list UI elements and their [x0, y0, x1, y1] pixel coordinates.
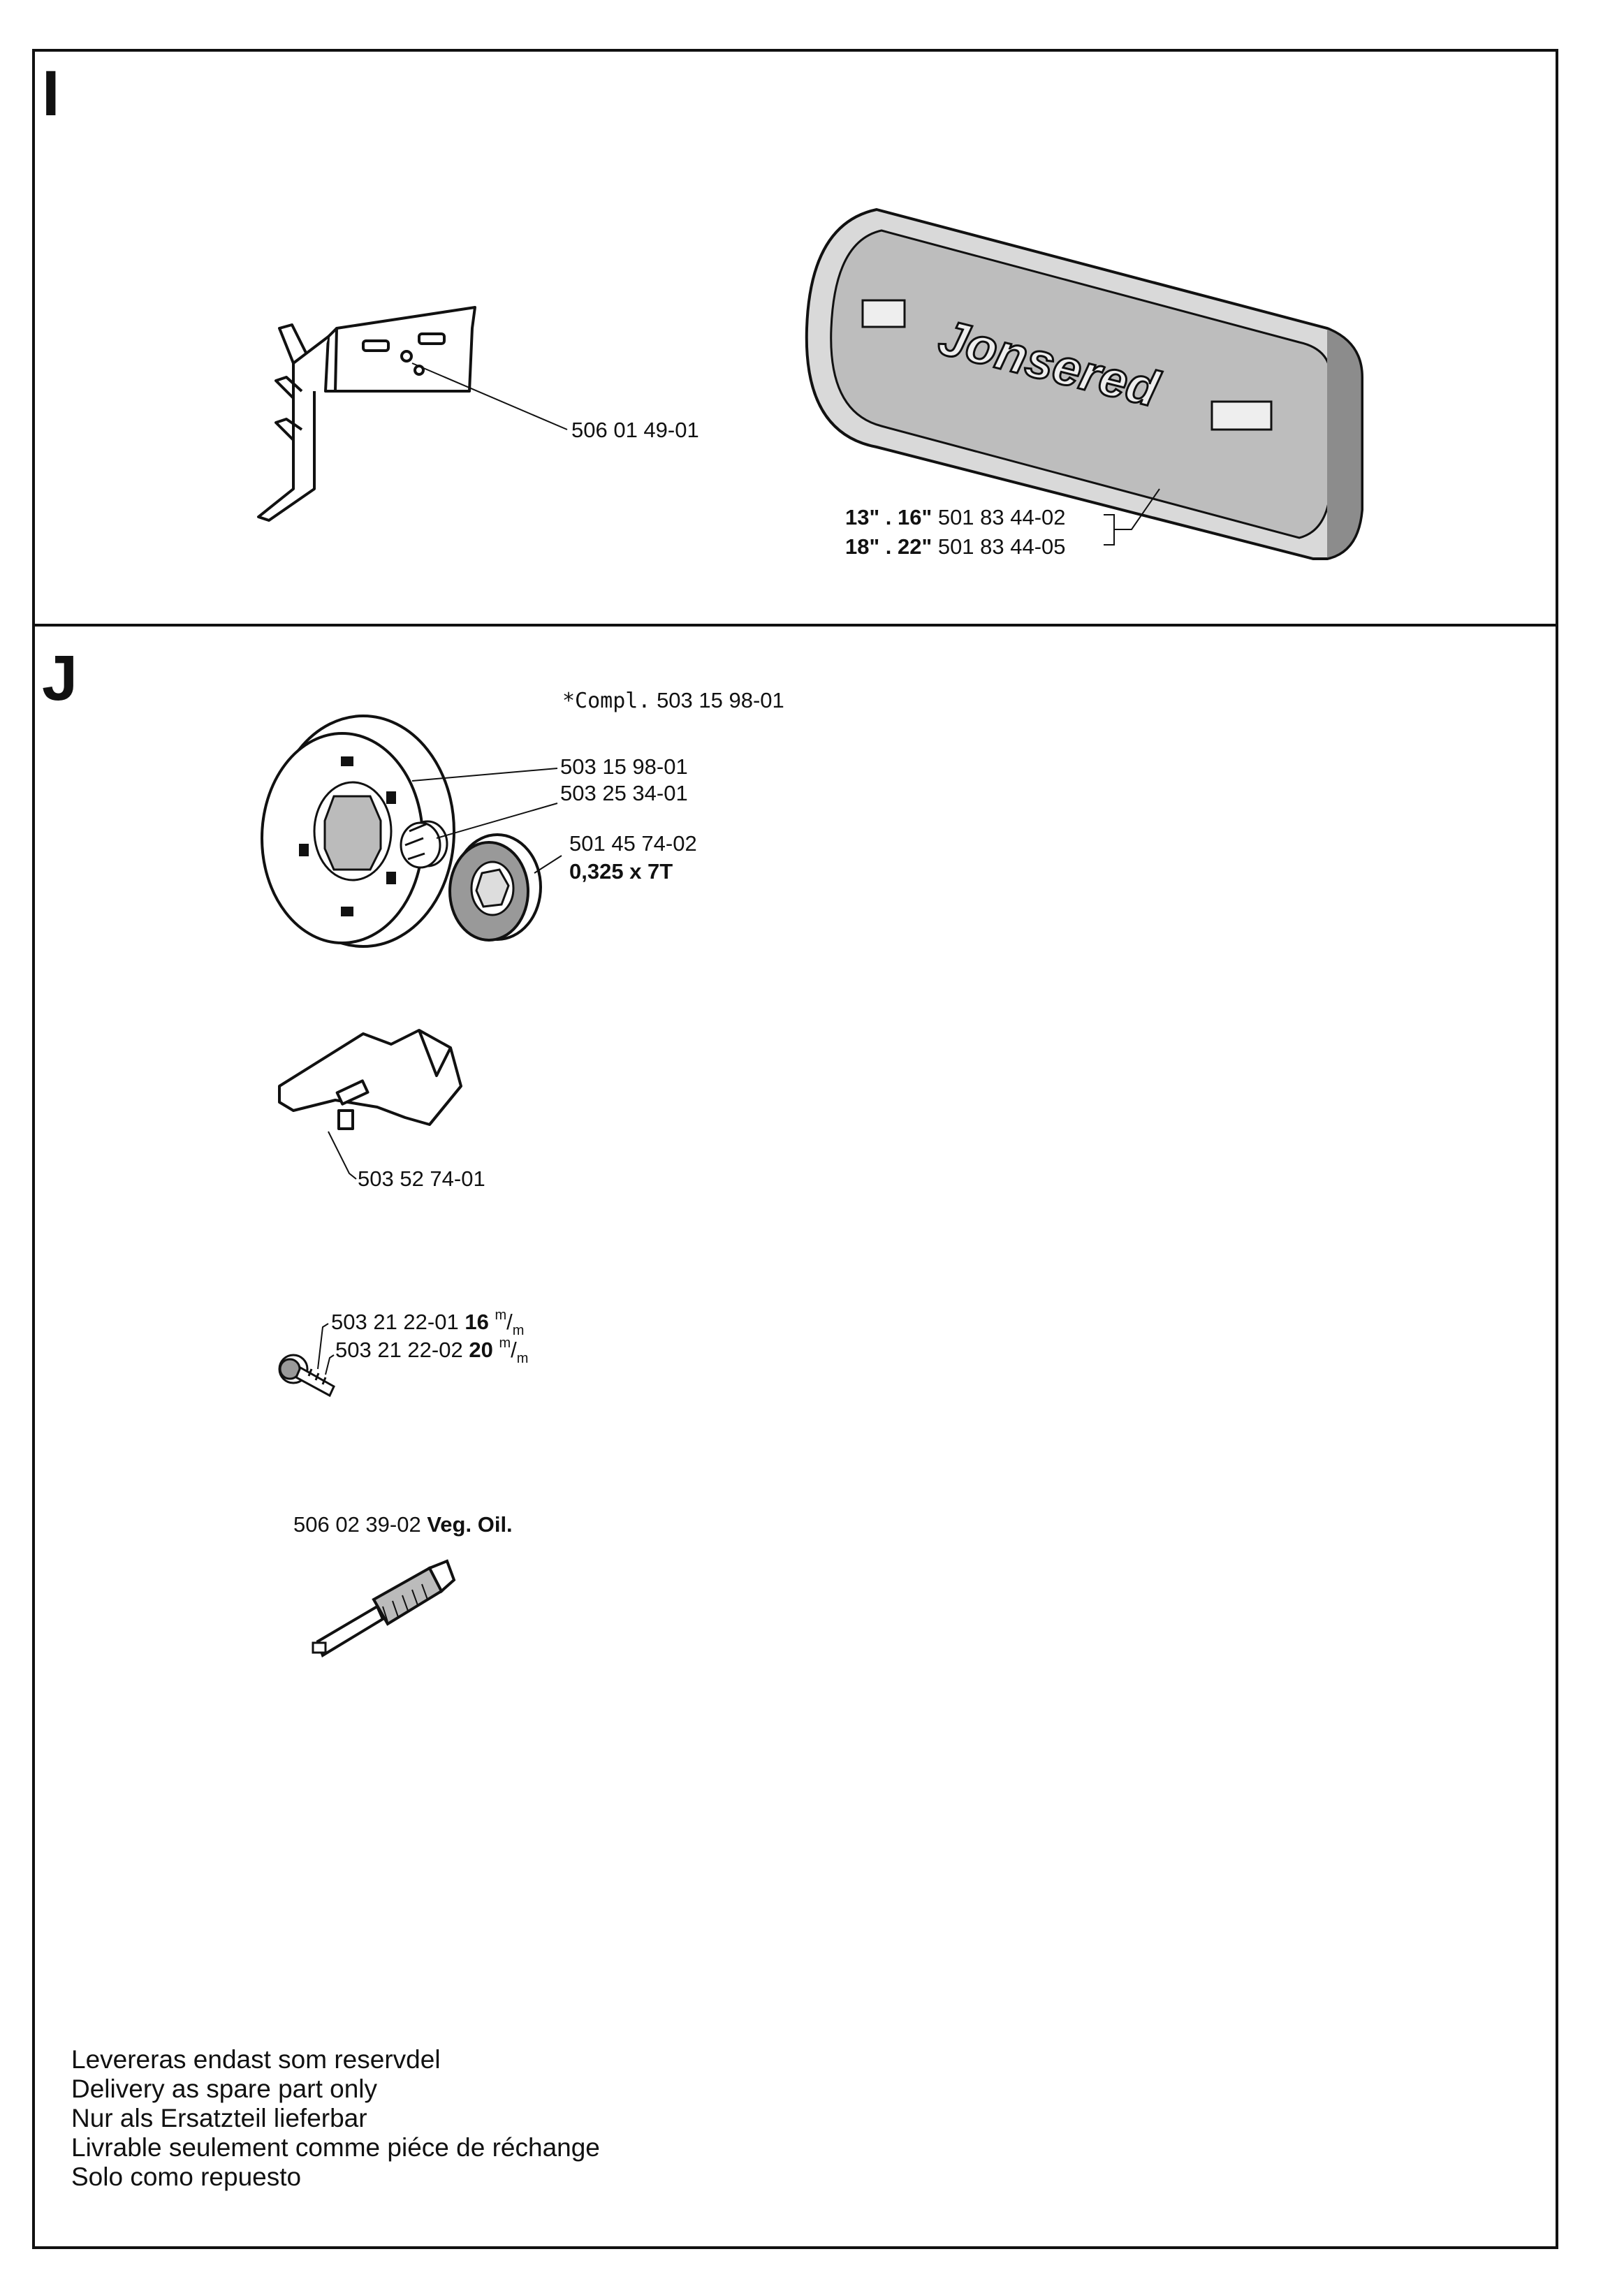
compl-label: *Compl.: [562, 689, 651, 713]
clutch-drum-drawing: [261, 715, 455, 948]
bracket-part-number: 506 01 49-01: [571, 418, 699, 442]
screw-drawing: [278, 1354, 335, 1398]
pump-shaft-drawing: [312, 1559, 456, 1657]
screw-size-2: 20: [469, 1338, 493, 1362]
screw-part-1: 503 21 22-01: [331, 1310, 459, 1334]
bar-cover-leader: [1104, 488, 1160, 546]
bar-cover-part-1: 501 83 44-02: [937, 505, 1066, 529]
bar-cover-part-2: 501 83 44-05: [937, 534, 1066, 559]
screw-leaders: [317, 1323, 335, 1375]
screw-size-1: 16: [464, 1310, 489, 1334]
screw-unit-bottom-2: m: [516, 1351, 529, 1366]
bar-cover-size-1: 13" . 16": [845, 505, 932, 529]
note-spanish: Solo como repuesto: [71, 2162, 302, 2191]
note-german: Nur als Ersatzteil lieferbar: [71, 2104, 367, 2132]
pump-line: 506 02 39-02 Veg. Oil.: [293, 1512, 513, 1537]
bar-cover-line-1: 13" . 16" 501 83 44-02: [845, 505, 1066, 530]
pump-note: Veg. Oil.: [427, 1512, 513, 1537]
clutch-drum-part-number: 503 15 98-01: [560, 754, 688, 779]
spare-part-notes: Levereras endast som reservdel Delivery …: [71, 2045, 600, 2192]
bar-cover-drawing: [805, 207, 1363, 560]
bar-cover-line-2: 18" . 22" 501 83 44-05: [845, 534, 1066, 559]
needle-bearing-drawing: [400, 820, 448, 869]
clutch-leaders: [411, 768, 562, 874]
screw-line-1: 503 21 22-01 16 m/m: [331, 1308, 525, 1338]
section-letter-j: J: [42, 643, 78, 714]
compl-part-number: 503 15 98-01: [657, 688, 784, 712]
screw-line-2: 503 21 22-02 20 m/m: [335, 1335, 529, 1366]
screw-unit-top-1: m: [495, 1308, 507, 1323]
page-frame: [32, 49, 1558, 2249]
needle-bearing-part-number: 503 25 34-01: [560, 781, 688, 805]
bar-cover-size-2: 18" . 22": [845, 534, 932, 559]
compl-line: *Compl. 503 15 98-01: [562, 688, 784, 714]
bracket-leader: [411, 363, 568, 430]
note-swedish: Levereras endast som reservdel: [71, 2045, 441, 2074]
lever-leader: [328, 1131, 357, 1180]
note-french: Livrable seulement comme piéce de réchan…: [71, 2133, 600, 2162]
lever-drawing: [278, 1029, 462, 1130]
note-english: Delivery as spare part only: [71, 2074, 378, 2103]
screw-unit-top-2: m: [499, 1335, 511, 1351]
bracket-drawing: [257, 306, 476, 522]
pump-part-number: 506 02 39-02: [293, 1512, 421, 1537]
section-divider: [32, 624, 1558, 627]
lever-part-number: 503 52 74-01: [358, 1166, 485, 1191]
sprocket-spec: 0,325 x 7T: [569, 859, 673, 884]
sprocket-drawing: [448, 833, 542, 942]
section-letter-i: I: [42, 58, 60, 129]
sprocket-part-number: 501 45 74-02: [569, 831, 697, 856]
screw-part-2: 503 21 22-02: [335, 1338, 463, 1362]
screw-unit-bottom-1: m: [512, 1323, 525, 1338]
